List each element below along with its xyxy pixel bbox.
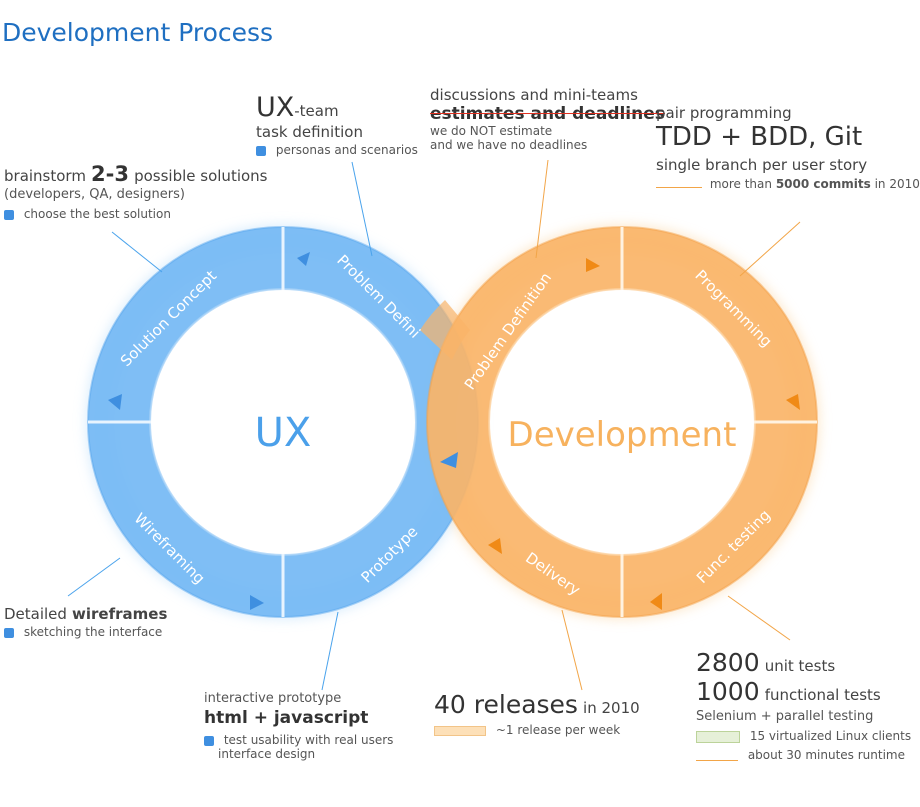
prototype-line1: interactive prototype	[204, 691, 342, 706]
tests-num1: 2800	[696, 648, 760, 677]
releases-big: 40 releases	[434, 690, 578, 719]
brainstorm-line2: (developers, QA, designers)	[4, 187, 185, 202]
tests-annotation: 2800 unit tests 1000 functional tests Se…	[696, 648, 911, 762]
monitor-icon	[204, 735, 214, 746]
brainstorm-num: 2-3	[91, 162, 129, 186]
prototype-big: html + javascript	[204, 708, 369, 728]
timeline-icon	[434, 725, 486, 736]
ux-team-big: UX	[256, 92, 295, 123]
dev-center-label: Development	[508, 415, 737, 455]
dev-ring	[426, 226, 818, 618]
pair-line4-prefix: more than	[709, 177, 772, 191]
brainstorm-annotation: brainstorm 2-3 possible solutions (devel…	[4, 162, 268, 221]
wireframes-prefix: Detailed	[4, 605, 67, 623]
discussions-strike: estimates and deadlines	[430, 104, 665, 124]
brainstorm-suffix: possible solutions	[134, 167, 268, 185]
network-icon	[696, 730, 740, 743]
document-icon	[4, 209, 14, 220]
dev-leader-lines	[535, 159, 801, 691]
people-icon	[256, 145, 266, 156]
dev-arrow-3	[650, 593, 662, 610]
infinity-diagram: Problem Defini Solution Concept Wirefram…	[67, 159, 819, 691]
pair-line4-suffix: in 2010	[874, 177, 920, 191]
pair-line1: pair programming	[656, 104, 792, 122]
tests-line3: Selenium + parallel testing	[696, 709, 874, 724]
discussions-line3: we do NOT estimate	[430, 124, 553, 138]
ux-leader-lines	[67, 161, 373, 691]
wireframes-annotation: Detailed wireframes sketching the interf…	[4, 604, 167, 639]
dev-arrow-4	[488, 538, 502, 554]
tests-num2: 1000	[696, 677, 760, 706]
prototype-line4: interface design	[218, 747, 316, 761]
pair-big: TDD + BDD, Git	[656, 122, 863, 152]
releases-line2: ~1 release per week	[495, 723, 621, 737]
tests-line5: about 30 minutes runtime	[747, 748, 905, 762]
wireframes-line2: sketching the interface	[23, 625, 163, 639]
ux-team-line3: personas and scenarios	[275, 143, 418, 157]
brainstorm-line3: choose the best solution	[23, 207, 171, 221]
discussions-annotation: discussions and mini-teams estimates and…	[430, 86, 665, 152]
dev-arrow-1	[586, 258, 600, 272]
sparkline-icon	[656, 177, 702, 188]
page-title: Development Process	[2, 18, 274, 47]
brainstorm-prefix: brainstorm	[4, 167, 86, 185]
tests-text2: functional tests	[764, 686, 881, 704]
pair-annotation: pair programming TDD + BDD, Git single b…	[656, 104, 920, 191]
grid-icon	[4, 627, 14, 638]
prototype-annotation: interactive prototype html + javascript …	[204, 690, 393, 761]
releases-suffix: in 2010	[583, 699, 640, 717]
crossing-overlap	[420, 300, 470, 360]
ux-arrow-2	[108, 394, 122, 410]
discussions-line4: and we have no deadlines	[430, 138, 588, 152]
ux-arrow-1	[297, 252, 310, 266]
tests-text1: unit tests	[764, 657, 836, 675]
prototype-line3: test usability with real users	[223, 733, 394, 747]
discussions-line1: discussions and mini-teams	[430, 86, 638, 104]
ux-team-line2: task definition	[256, 123, 363, 141]
tests-line4: 15 virtualized Linux clients	[749, 729, 912, 743]
chart-icon	[696, 750, 738, 761]
dev-arrow-2	[786, 394, 800, 410]
pair-line3: single branch per user story	[656, 156, 868, 174]
pair-line4-bold: 5000 commits	[775, 177, 871, 191]
wireframes-bold: wireframes	[72, 605, 168, 623]
ux-arrow-3	[250, 595, 264, 610]
ux-team-suffix: -team	[294, 102, 339, 120]
releases-annotation: 40 releases in 2010 ~1 release per week	[434, 690, 640, 737]
ux-team-annotation: UX-team task definition personas and sce…	[256, 92, 418, 157]
ux-center-label: UX	[255, 410, 312, 456]
ux-arrow-4	[440, 452, 458, 468]
